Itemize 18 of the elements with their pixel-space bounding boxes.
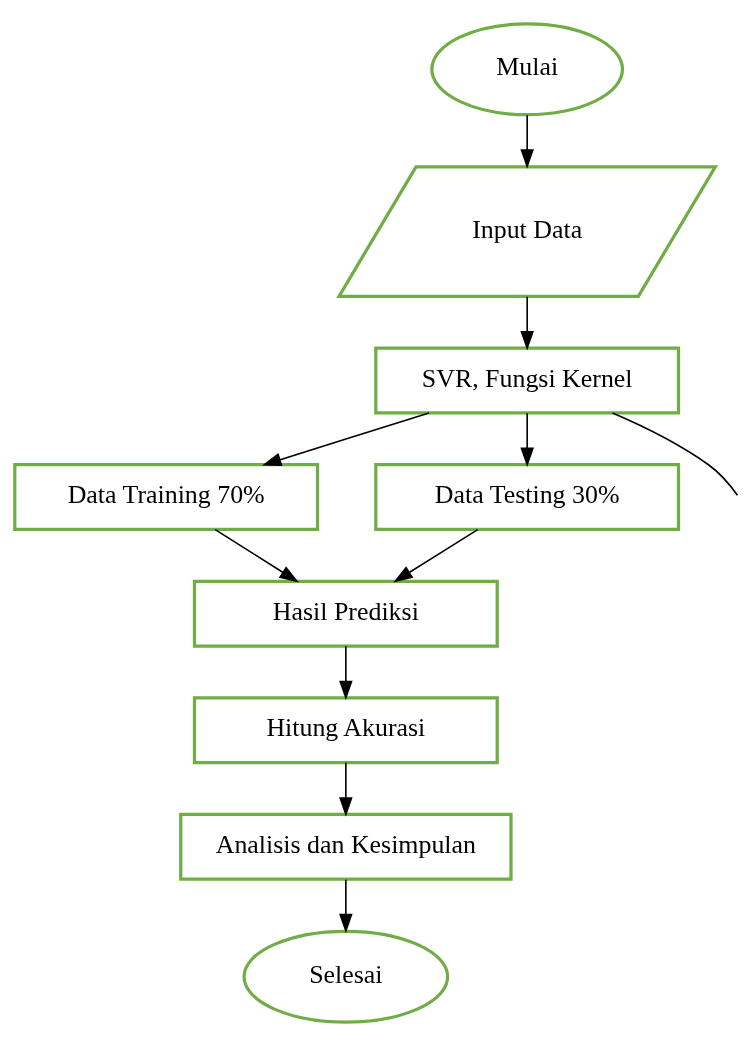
node-box: Analisis dan Kesimpulan (179, 812, 513, 881)
arrow (339, 644, 353, 700)
node-box: SVR, Fungsi Kernel (374, 346, 681, 415)
arrow (339, 761, 353, 817)
arrow (214, 528, 299, 582)
node-ellipse: Selesai (242, 929, 450, 1024)
arrow (520, 295, 534, 350)
arrow (339, 878, 353, 933)
arrow (520, 113, 534, 169)
arrow (261, 411, 430, 466)
node-box: Data Testing 30% (374, 462, 681, 531)
node-box: Hasil Prediksi (192, 579, 499, 648)
node-ellipse: Mulai (430, 21, 625, 116)
arrow (520, 411, 534, 467)
connector (611, 411, 739, 496)
arrow (393, 528, 479, 582)
node-box: Data Training 70% (13, 462, 320, 531)
node-box: Hitung Akurasi (192, 695, 499, 764)
